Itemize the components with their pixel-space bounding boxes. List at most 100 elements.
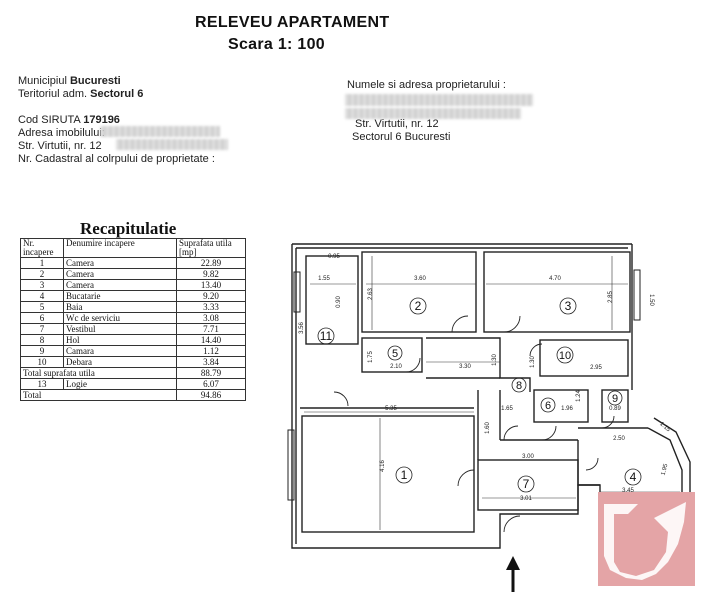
door-arc: [457, 469, 475, 487]
dimension-lines: [304, 256, 680, 530]
plan-walls: [291, 243, 691, 549]
owner-label: Numele si adresa proprietarului :: [347, 79, 506, 91]
recap-header-row: Nr. incapere Denumire incapere Suprafata…: [20, 238, 246, 258]
dim-label: 3.60: [414, 276, 426, 282]
room-1-outline: [301, 415, 475, 533]
dim-label: 5.35: [385, 406, 397, 412]
dim-label: 1.96: [561, 406, 573, 412]
dim-label: 3.01: [520, 496, 532, 502]
door-arc: [529, 343, 543, 357]
room-10-outline: [539, 339, 629, 377]
room-number: 5: [392, 348, 398, 360]
dim-label: 1.50: [648, 294, 654, 306]
room-9-outline: [601, 389, 629, 423]
kitchen-wall-right: [647, 427, 683, 494]
window: [287, 429, 295, 501]
room-11-outline: [305, 255, 359, 345]
dimension-labels: 0.95 1.55 3.60 4.70 2.63 2.85 3.56 1.50 …: [299, 254, 672, 502]
dim-label: 1.95: [661, 463, 670, 476]
door-arc: [541, 425, 557, 441]
dim-label: 3.00: [522, 454, 534, 460]
dim-label: 0.90: [336, 296, 342, 308]
dim-label: 2.95: [590, 365, 602, 371]
info-line-municipiu: Municipiul Bucuresti: [18, 75, 121, 87]
room-number: 1: [401, 468, 408, 482]
info-line-adresa: Adresa imobilului:: [18, 127, 105, 139]
door-arc: [503, 425, 519, 441]
dim-label: 3.30: [459, 364, 471, 370]
dim-label: 2.85: [608, 291, 614, 303]
room-number: 10: [559, 350, 571, 362]
info-line-cadastral: Nr. Cadastral al colrpului de proprietat…: [18, 153, 215, 165]
room-6-outline: [533, 389, 589, 423]
dim-label: 2.10: [390, 364, 402, 370]
door-arc: [405, 357, 421, 373]
redaction-blur: [116, 139, 228, 150]
recap-table: Nr. incapere Denumire incapere Suprafata…: [20, 238, 246, 401]
room-2-outline: [361, 251, 477, 333]
door-arc: [503, 315, 521, 333]
outer-wall: [291, 244, 601, 549]
room-number: 4: [630, 470, 637, 484]
dim-label: 1.55: [318, 276, 330, 282]
door-arc: [451, 315, 469, 333]
dim-label: 1.30: [530, 356, 536, 368]
door-arc: [601, 415, 615, 429]
dim-label: 1.75: [368, 351, 374, 363]
left-info-block: Municipiul Bucuresti Teritoriul adm. Sec…: [18, 75, 215, 166]
info-line-teritoriu: Teritoriul adm. Sectorul 6: [18, 88, 144, 100]
room-3-outline: [483, 251, 631, 333]
document-scale: Scara 1: 100: [228, 36, 326, 53]
dim-label: 1.15: [658, 421, 671, 434]
dim-label: 0.89: [609, 406, 621, 412]
room-number: 9: [612, 393, 618, 405]
dim-label: 3.45: [622, 488, 634, 494]
dim-label: 3.56: [299, 322, 305, 334]
room-number: 11: [320, 329, 333, 343]
dim-label: 1.30: [492, 354, 498, 366]
redaction-blur: [345, 94, 533, 106]
info-line-siruta: Cod SIRUTA 179196: [18, 114, 120, 126]
redaction-blur: [345, 108, 521, 119]
dim-label: 4.70: [549, 276, 561, 282]
info-line-strada: Str. Virtutii, nr. 12: [18, 140, 102, 152]
window: [293, 271, 301, 313]
room-number: 2: [415, 299, 422, 313]
room-number: 3: [565, 299, 572, 313]
dim-label: 0.95: [328, 254, 340, 260]
owner-address-line2: Sectorul 6 Bucuresti: [352, 131, 451, 143]
room-number-group: 2 3 11 5 10 8 6 9 1 7 4: [317, 297, 642, 493]
window: [633, 269, 641, 321]
room-number: 6: [545, 400, 551, 412]
recap-title: Recapitulatie: [80, 219, 177, 238]
entrance-arrow-icon: [506, 556, 520, 592]
room-number: 7: [523, 477, 530, 491]
door-arc: [585, 457, 599, 471]
door-arc: [503, 515, 521, 533]
redaction-blur: [100, 126, 220, 137]
logo-mark-icon: [604, 502, 686, 580]
document-title: RELEVEU APARTAMENT: [195, 14, 390, 31]
dim-label: 2.50: [613, 436, 625, 442]
hall-wall: [426, 337, 531, 392]
door-arc: [333, 391, 349, 407]
kitchen-wall: [577, 440, 600, 486]
balcony-wall: [653, 417, 691, 494]
plan-doors: [333, 315, 615, 533]
plan-windows: [287, 269, 641, 501]
dim-label: 1.24: [576, 390, 582, 402]
owner-address-line1: Str. Virtutii, nr. 12: [355, 118, 439, 130]
logo-watermark: [598, 492, 695, 586]
dim-label: 4.16: [380, 460, 386, 472]
dim-label: 1.65: [501, 406, 513, 412]
dim-label: 2.63: [368, 288, 374, 300]
dim-label: 1.60: [485, 422, 491, 434]
